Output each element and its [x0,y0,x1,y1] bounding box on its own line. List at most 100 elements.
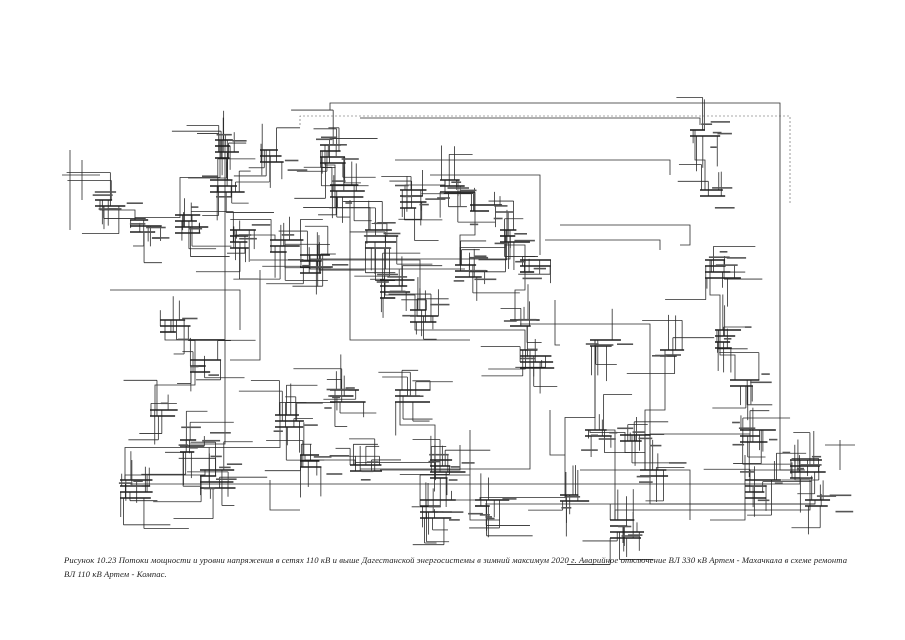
node-label [417,380,431,382]
line-route [694,130,706,190]
node-label [345,202,353,204]
line-route [230,270,261,361]
line-route [324,145,336,185]
node-label [129,223,146,225]
node-label [94,191,117,193]
node-label [437,197,450,199]
node-label [152,237,170,239]
node-label [632,431,645,433]
line-route [564,340,596,495]
line-route [430,174,541,255]
line-route [549,410,565,456]
node-label [835,510,854,513]
line-route [649,433,750,470]
node-label [595,344,614,346]
substation-buses [95,129,831,539]
node-label [310,266,332,268]
node-label [374,222,388,225]
node-label [216,133,232,136]
node-label [216,196,232,198]
line-route [234,230,276,240]
node-label [638,437,653,440]
node-label [332,264,349,266]
node-label [389,290,406,293]
node-label [428,460,440,463]
node-label [474,278,497,281]
node-label [321,136,338,139]
node-label [407,395,424,397]
node-label [468,269,487,272]
node-label [387,276,408,278]
node-label [449,519,460,521]
node-label [585,343,599,345]
node-label [92,194,113,196]
node-label [649,444,662,447]
node-label [723,338,732,340]
node-label [98,208,117,210]
node-label [811,455,822,458]
node-label [618,525,632,528]
node-label [310,258,327,261]
node-labels [92,121,854,537]
node-label [796,467,804,470]
node-label [118,482,132,484]
node-label [617,427,634,430]
node-label [448,479,458,481]
node-label [609,431,618,434]
node-label [133,480,143,482]
node-label [190,365,199,368]
node-label [740,471,755,473]
node-label [126,202,143,204]
line-route [384,280,416,310]
node-label [226,463,243,465]
line-route [479,495,566,500]
node-label [437,511,452,513]
line-route [504,230,526,260]
node-label [328,144,347,146]
node-label [383,232,401,235]
node-label [738,427,756,429]
node-label [451,181,462,183]
node-label [750,381,772,384]
node-label [708,256,730,258]
node-label [177,338,190,341]
node-label [181,426,201,429]
node-label [469,223,479,226]
node-label [239,237,257,240]
node-label [313,456,332,458]
line-route [414,310,526,350]
line-route [360,117,701,125]
line-route [459,205,476,265]
node-label [450,466,460,468]
line-route [304,455,356,465]
line-route [310,230,511,260]
node-label [719,251,728,253]
node-label [744,326,752,328]
node-label [363,235,384,237]
node-label [757,499,770,502]
node-label [479,514,490,516]
node-label [664,354,681,356]
line-route [395,159,671,175]
node-label [486,517,495,520]
node-label [518,318,537,321]
node-label [750,485,765,487]
figure-caption: Рисунок 10.23 Потоки мощности и уровни н… [64,553,864,581]
node-label [239,234,252,236]
line-route [349,200,470,341]
node-label [701,123,713,125]
node-label [590,434,598,437]
node-label [232,140,247,142]
node-label [628,534,643,536]
node-label [202,175,218,177]
node-label [326,388,349,391]
node-label [329,455,350,457]
node-label [210,455,222,458]
node-label [581,449,598,451]
line-route [190,140,226,445]
node-label [203,487,215,490]
node-label [800,464,822,466]
line-route [589,430,626,435]
node-label [468,512,483,515]
node-label [429,453,449,456]
